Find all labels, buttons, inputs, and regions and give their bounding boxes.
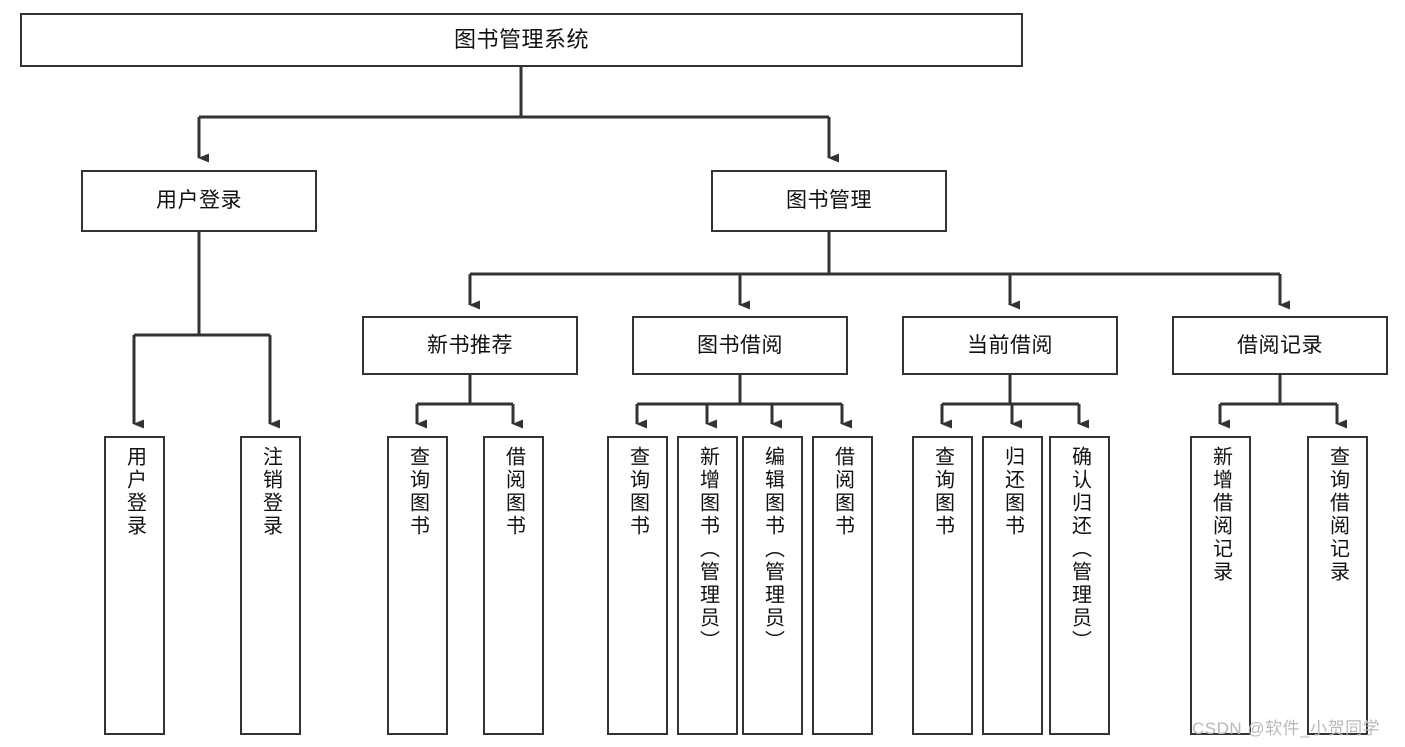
node-label: 借阅图书 bbox=[831, 446, 854, 538]
node-leaf-edit-book[interactable]: 编辑图书（管理员） bbox=[742, 436, 803, 735]
node-root-system[interactable]: 图书管理系统 bbox=[20, 13, 1023, 67]
node-label: 图书管理系统 bbox=[453, 26, 589, 52]
node-leaf-borrow-book-2[interactable]: 借阅图书 bbox=[812, 436, 873, 735]
node-label: 归还图书 bbox=[1001, 446, 1024, 538]
node-label: 新书推荐 bbox=[427, 333, 513, 357]
node-label: 查询图书 bbox=[626, 446, 649, 538]
node-current-borrow[interactable]: 当前借阅 bbox=[902, 316, 1118, 375]
node-leaf-add-book[interactable]: 新增图书（管理员） bbox=[677, 436, 738, 735]
node-label: 用户登录 bbox=[123, 446, 146, 538]
node-leaf-confirm-return[interactable]: 确认归还（管理员） bbox=[1049, 436, 1110, 735]
node-label: 确认归还（管理员） bbox=[1068, 446, 1091, 653]
node-label: 借阅图书 bbox=[502, 446, 525, 538]
node-leaf-logout[interactable]: 注销登录 bbox=[240, 436, 301, 735]
node-new-book-recommend[interactable]: 新书推荐 bbox=[362, 316, 578, 375]
node-label: 查询图书 bbox=[931, 446, 954, 538]
node-book-borrow[interactable]: 图书借阅 bbox=[632, 316, 848, 375]
node-label: 编辑图书（管理员） bbox=[761, 446, 784, 653]
node-label: 新增借阅记录 bbox=[1209, 446, 1232, 584]
node-leaf-query-book-2[interactable]: 查询图书 bbox=[607, 436, 668, 735]
node-leaf-query-book-1[interactable]: 查询图书 bbox=[387, 436, 448, 735]
node-leaf-borrow-book-1[interactable]: 借阅图书 bbox=[483, 436, 544, 735]
node-label: 借阅记录 bbox=[1237, 333, 1323, 357]
node-leaf-add-record[interactable]: 新增借阅记录 bbox=[1190, 436, 1251, 735]
node-label: 用户登录 bbox=[156, 189, 242, 213]
node-user-login[interactable]: 用户登录 bbox=[81, 170, 317, 232]
node-label: 当前借阅 bbox=[967, 333, 1053, 357]
node-book-management[interactable]: 图书管理 bbox=[711, 170, 947, 232]
node-label: 查询借阅记录 bbox=[1326, 446, 1349, 584]
node-leaf-query-book-3[interactable]: 查询图书 bbox=[912, 436, 973, 735]
node-leaf-query-record[interactable]: 查询借阅记录 bbox=[1307, 436, 1368, 735]
node-leaf-return-book[interactable]: 归还图书 bbox=[982, 436, 1043, 735]
node-leaf-user-login[interactable]: 用户登录 bbox=[104, 436, 165, 735]
node-label: 新增图书（管理员） bbox=[696, 446, 719, 653]
node-label: 图书借阅 bbox=[697, 333, 783, 357]
node-borrow-record[interactable]: 借阅记录 bbox=[1172, 316, 1388, 375]
node-label: 图书管理 bbox=[786, 189, 872, 213]
node-label: 注销登录 bbox=[259, 446, 282, 538]
node-label: 查询图书 bbox=[406, 446, 429, 538]
